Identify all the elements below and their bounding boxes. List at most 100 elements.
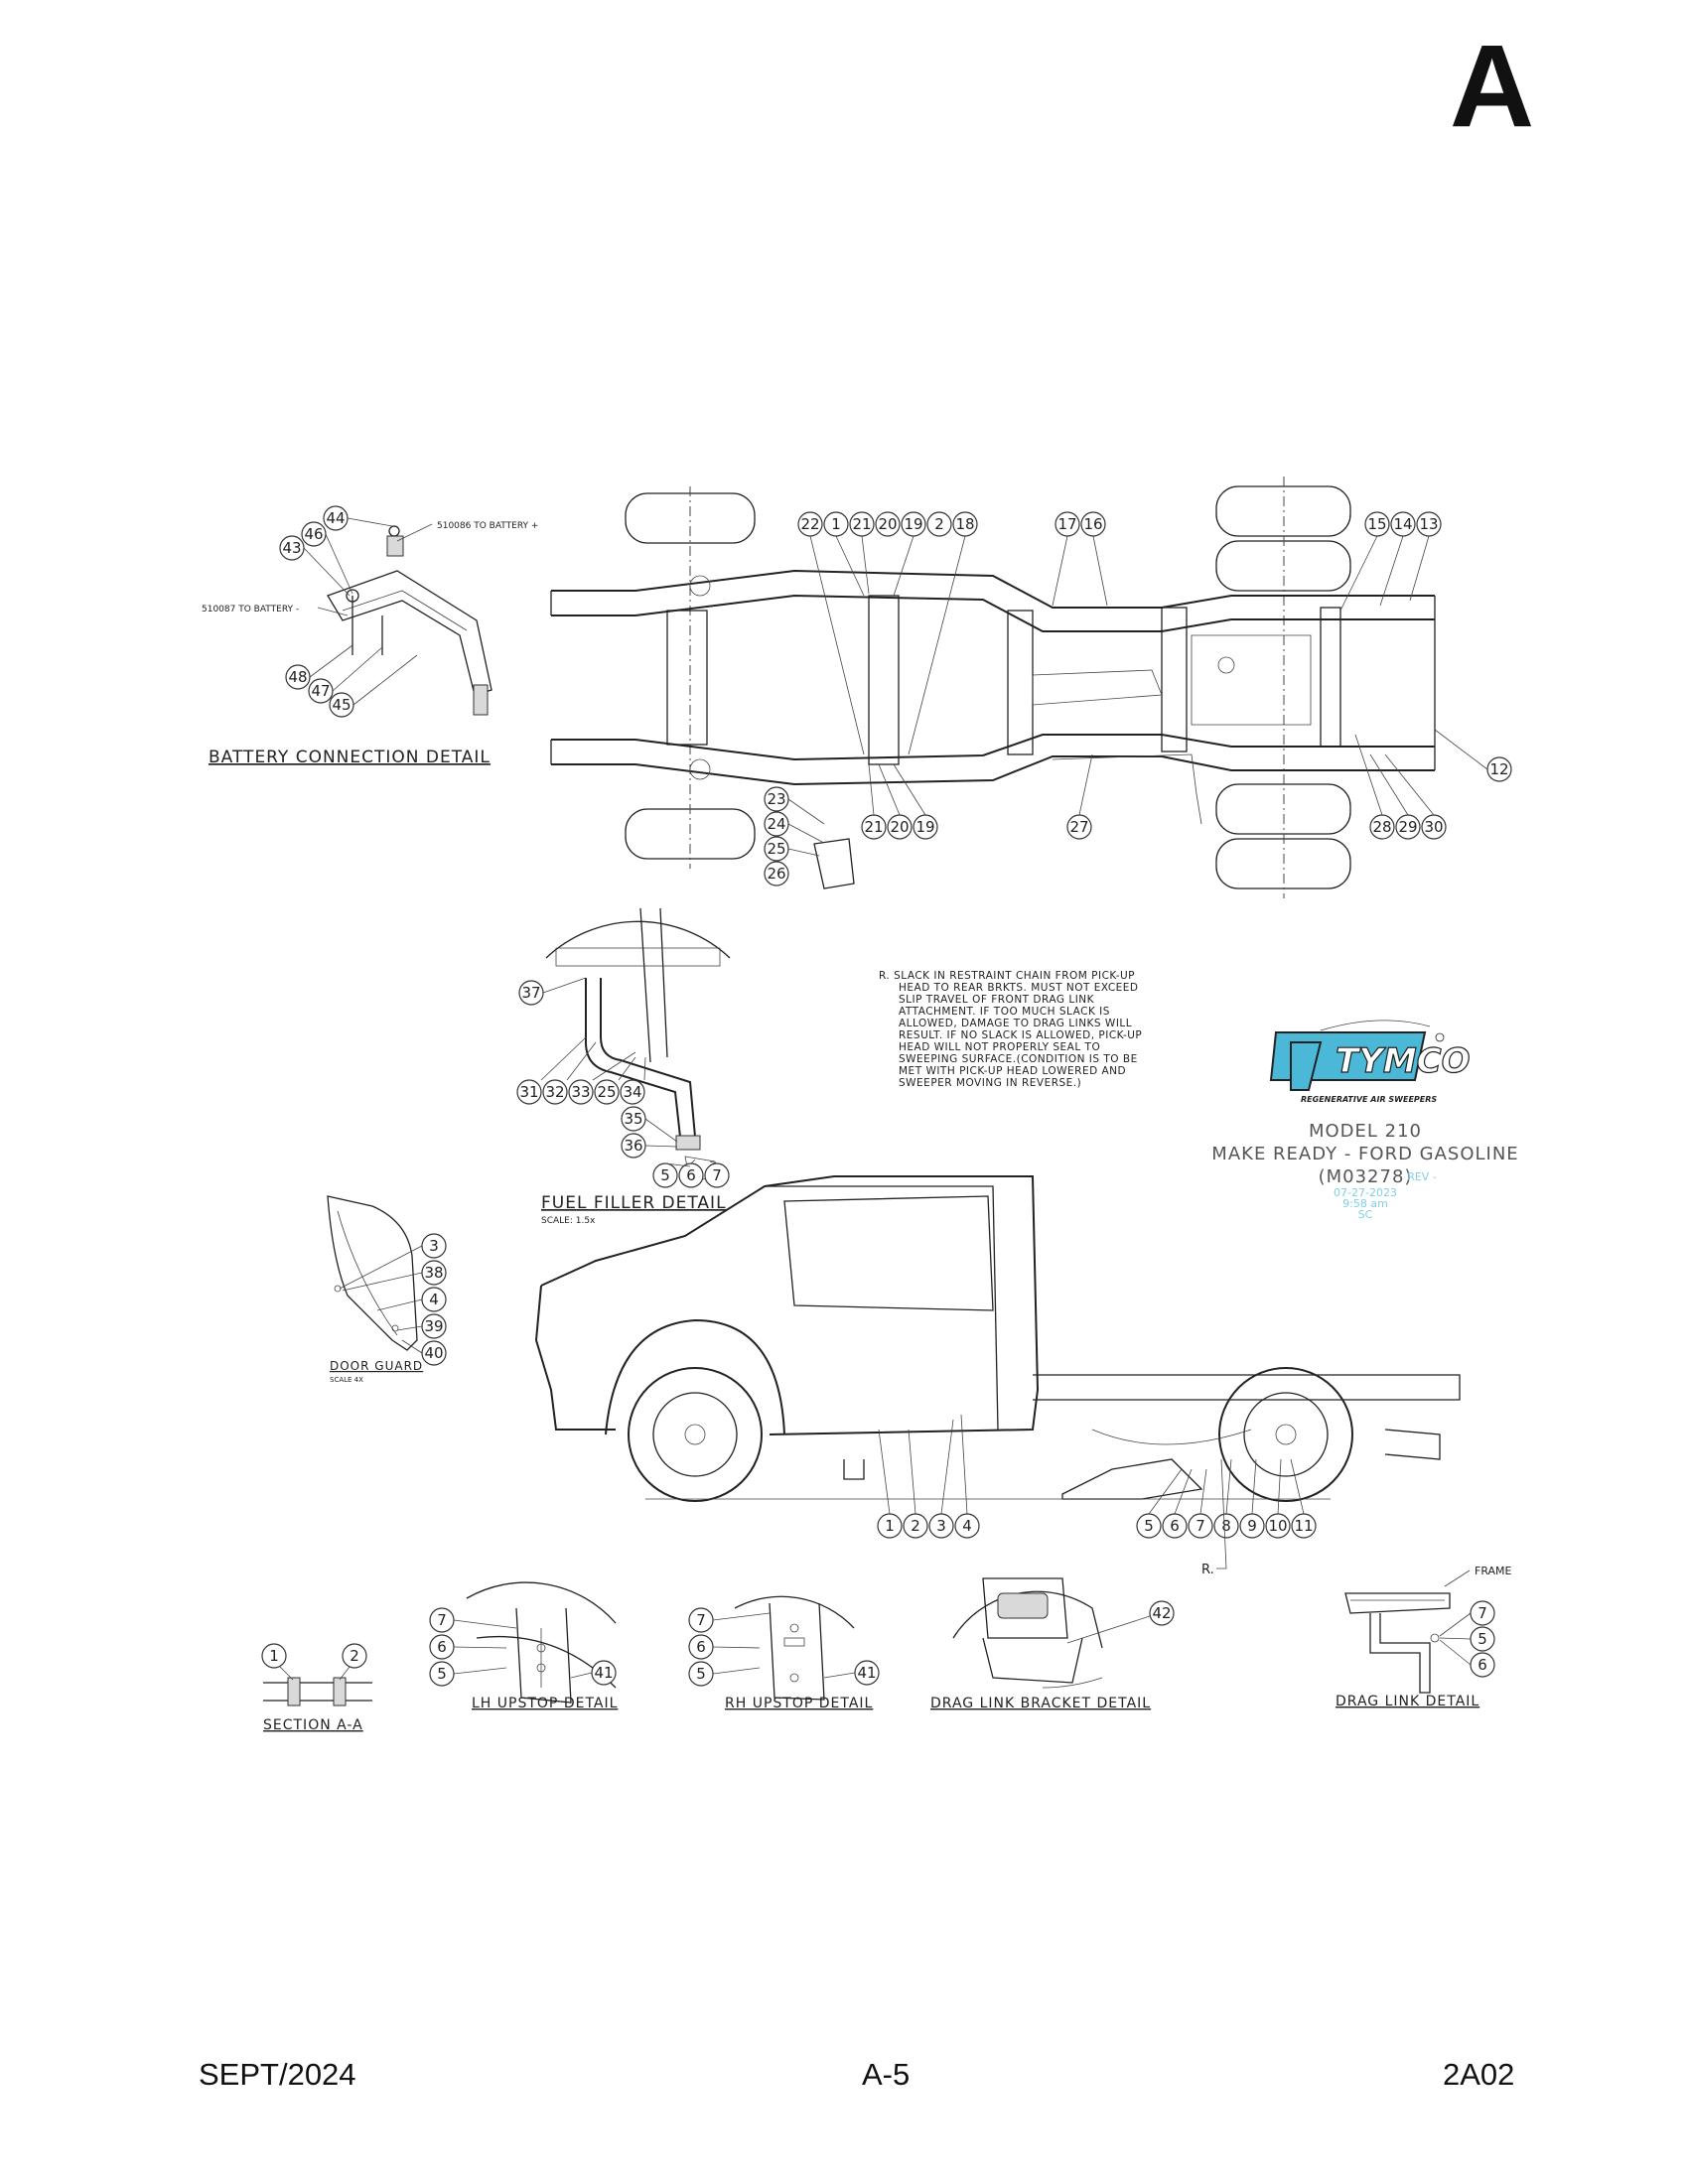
svg-text:36: 36 xyxy=(624,1137,642,1155)
model-initials: SC xyxy=(1358,1208,1373,1221)
svg-text:28: 28 xyxy=(1372,818,1391,836)
svg-text:5: 5 xyxy=(1144,1517,1154,1535)
callout-balloon: 28 xyxy=(1369,814,1395,840)
callout-balloon: 46 xyxy=(301,521,327,547)
callout-balloon: 32 xyxy=(542,1079,568,1105)
svg-text:7: 7 xyxy=(1477,1604,1487,1622)
svg-text:SWEEPING SURFACE.(CONDITION IS: SWEEPING SURFACE.(CONDITION IS TO BE xyxy=(899,1053,1138,1065)
svg-text:21: 21 xyxy=(852,515,871,533)
svg-text:6: 6 xyxy=(1477,1656,1487,1674)
callout-balloon: 4 xyxy=(421,1287,447,1312)
callout-balloon: 41 xyxy=(854,1660,880,1686)
drag-link-title: DRAG LINK DETAIL xyxy=(1336,1694,1479,1709)
svg-text:34: 34 xyxy=(623,1083,641,1101)
callout-balloon: 15 xyxy=(1364,511,1390,537)
svg-text:R. SLACK IN RESTRAINT CHAIN FR: R. SLACK IN RESTRAINT CHAIN FROM PICK-UP xyxy=(879,970,1135,982)
callout-balloon: 6 xyxy=(678,1162,704,1188)
callout-balloon: 7 xyxy=(1188,1513,1213,1539)
svg-text:2: 2 xyxy=(911,1517,920,1535)
svg-text:37: 37 xyxy=(521,984,540,1002)
callout-balloon: 2 xyxy=(926,511,952,537)
fuel-filler-title: FUEL FILLER DETAIL xyxy=(541,1193,727,1213)
svg-text:29: 29 xyxy=(1398,818,1417,836)
footer-date: SEPT/2024 xyxy=(199,2057,356,2092)
callout-balloon: 7 xyxy=(704,1162,730,1188)
svg-text:17: 17 xyxy=(1057,515,1076,533)
svg-text:9: 9 xyxy=(1247,1517,1257,1535)
svg-text:21: 21 xyxy=(864,818,883,836)
callout-balloon: 35 xyxy=(621,1106,646,1132)
callout-balloon: 5 xyxy=(688,1661,714,1687)
svg-text:19: 19 xyxy=(915,818,934,836)
svg-text:MET WITH PICK-UP HEAD LOWERED: MET WITH PICK-UP HEAD LOWERED AND xyxy=(899,1065,1126,1077)
callout-balloon: 41 xyxy=(591,1660,617,1686)
callout-balloon: 31 xyxy=(516,1079,542,1105)
svg-text:6: 6 xyxy=(437,1638,447,1656)
svg-text:2: 2 xyxy=(934,515,944,533)
callout-balloon: 10 xyxy=(1265,1513,1291,1539)
callout-balloon: 20 xyxy=(875,511,901,537)
callout-balloon: 37 xyxy=(518,980,544,1006)
battery-negative-label: 510087 TO BATTERY - xyxy=(202,605,299,614)
callout-balloon: 47 xyxy=(308,678,334,704)
callout-balloon: 38 xyxy=(421,1260,447,1286)
svg-text:19: 19 xyxy=(904,515,922,533)
svg-text:27: 27 xyxy=(1069,818,1088,836)
callout-balloon: 24 xyxy=(764,811,789,837)
callout-balloon: 33 xyxy=(568,1079,594,1105)
callout-balloon: 48 xyxy=(285,664,311,690)
drag-link-bracket-title: DRAG LINK BRACKET DETAIL xyxy=(930,1696,1151,1711)
svg-text:5: 5 xyxy=(1477,1630,1487,1648)
svg-text:41: 41 xyxy=(857,1664,876,1682)
svg-text:11: 11 xyxy=(1294,1517,1313,1535)
callout-balloon: 5 xyxy=(1470,1626,1495,1652)
svg-text:24: 24 xyxy=(767,815,785,833)
callout-balloon: 2 xyxy=(342,1643,367,1669)
callout-balloon: 43 xyxy=(279,535,305,561)
callout-balloon: 39 xyxy=(421,1313,447,1339)
callout-balloon: 18 xyxy=(952,511,978,537)
logo-tagline: REGENERATIVE AIR SWEEPERS xyxy=(1301,1095,1437,1104)
callout-balloon: 7 xyxy=(1470,1600,1495,1626)
svg-text:25: 25 xyxy=(767,840,785,858)
svg-text:47: 47 xyxy=(311,682,330,700)
svg-text:38: 38 xyxy=(424,1264,443,1282)
callout-balloon: 4 xyxy=(954,1513,980,1539)
svg-text:31: 31 xyxy=(519,1083,538,1101)
door-guard-title: DOOR GUARD xyxy=(330,1359,423,1373)
model-date: 07-27-2023 xyxy=(1334,1186,1397,1199)
svg-text:5: 5 xyxy=(437,1665,447,1683)
callout-balloon: 1 xyxy=(261,1643,287,1669)
callout-balloon: 36 xyxy=(621,1133,646,1159)
model-line2: MAKE READY - FORD GASOLINE xyxy=(1211,1144,1518,1164)
section-aa-title: SECTION A-A xyxy=(263,1717,363,1733)
logo-brand: TYMCO xyxy=(1336,1041,1471,1081)
svg-text:5: 5 xyxy=(660,1166,670,1184)
svg-text:16: 16 xyxy=(1083,515,1102,533)
svg-text:44: 44 xyxy=(326,509,345,527)
callout-balloon: 12 xyxy=(1486,756,1512,782)
callout-balloon: 3 xyxy=(928,1513,954,1539)
battery-connection-detail: 510086 TO BATTERY + 510087 TO BATTERY - … xyxy=(202,505,538,767)
svg-text:35: 35 xyxy=(624,1110,642,1128)
svg-text:6: 6 xyxy=(696,1638,706,1656)
callout-balloon: 19 xyxy=(901,511,926,537)
callout-balloon: 22 xyxy=(797,511,823,537)
tymco-logo: TYMCO REGENERATIVE AIR SWEEPERS xyxy=(1269,1020,1471,1104)
svg-text:13: 13 xyxy=(1419,515,1438,533)
callout-balloon: 25 xyxy=(594,1079,620,1105)
svg-text:7: 7 xyxy=(1196,1517,1205,1535)
restraint-chain-note: R. SLACK IN RESTRAINT CHAIN FROM PICK-UP… xyxy=(879,970,1142,1089)
svg-text:20: 20 xyxy=(890,818,909,836)
battery-positive-label: 510086 TO BATTERY + xyxy=(437,521,538,531)
svg-text:1: 1 xyxy=(885,1517,895,1535)
svg-text:10: 10 xyxy=(1268,1517,1287,1535)
svg-text:ALLOWED, DAMAGE TO DRAG LINKS: ALLOWED, DAMAGE TO DRAG LINKS WILL xyxy=(899,1018,1132,1029)
lh-upstop-detail: LH UPSTOP DETAIL 7 6 5 41 xyxy=(429,1581,617,1711)
svg-text:2: 2 xyxy=(350,1647,359,1665)
callout-balloon: 34 xyxy=(620,1079,645,1105)
callout-balloon: 40 xyxy=(421,1340,447,1366)
callout-balloon: 5 xyxy=(652,1162,678,1188)
svg-text:46: 46 xyxy=(304,525,323,543)
chassis-top-view: 22 1 21 20 19 2 18 17 16 15 14 13 21 20 … xyxy=(550,477,1512,898)
